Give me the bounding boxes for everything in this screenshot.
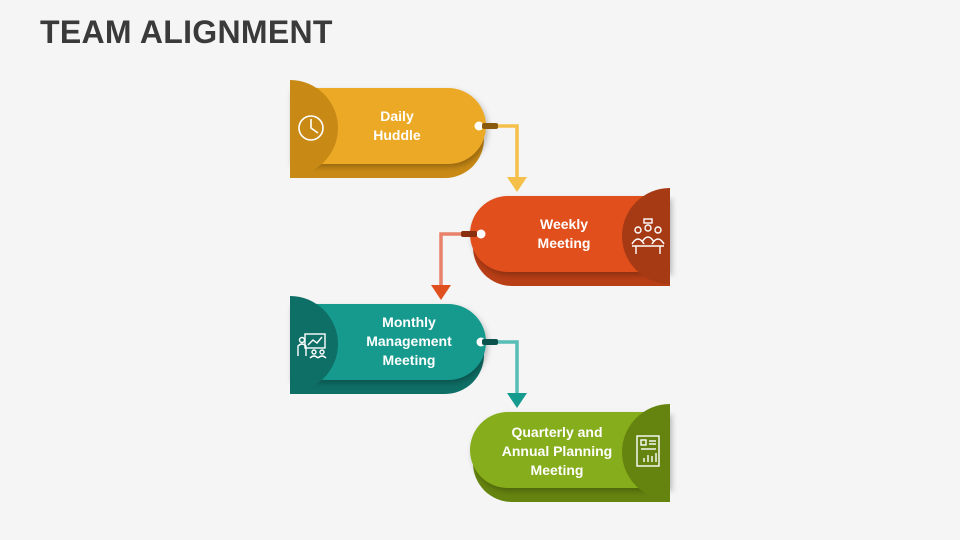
step-quarterly-annual-planning [470,404,670,502]
step-label-quarterly-annual-planning: Quarterly and Annual Planning Meeting [501,424,613,478]
clock-icon [298,115,324,141]
step-daily-huddle [290,80,486,178]
tag-4 [470,412,670,488]
tag-2 [470,196,670,272]
icon-cap-4 [622,404,670,500]
step-monthly-management-meeting [290,296,486,394]
step-label-monthly-management-meeting: Monthly Management Meeting [366,314,452,368]
page-title: TEAM ALIGNMENT [40,14,333,50]
step-label-weekly-meeting: Weekly Meeting [537,216,591,251]
hole-2 [476,229,486,239]
meeting-people-icon [631,218,665,254]
icon-cap-1 [290,80,338,176]
hole-1 [474,121,484,131]
icon-cap-3 [290,296,338,392]
step-weekly-meeting [470,188,670,286]
connector-1 [482,123,527,192]
tag-1 [290,88,486,164]
presentation-icon [297,333,327,359]
icon-cap-2 [622,188,670,284]
report-document-icon [636,435,660,467]
connector-2 [431,231,477,300]
tag-3 [290,304,486,380]
connector-3 [482,339,527,408]
step-label-daily-huddle: Daily Huddle [373,108,421,143]
